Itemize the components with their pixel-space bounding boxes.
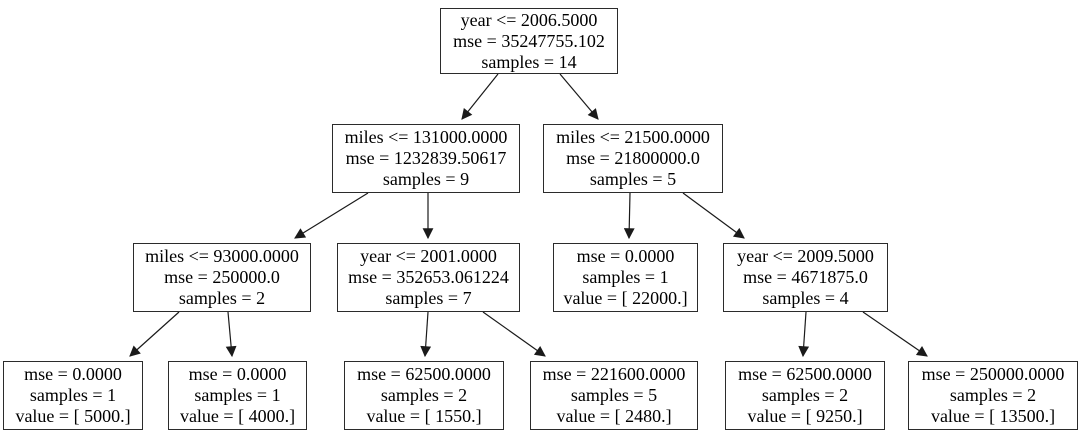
tree-leaf-13500: mse = 250000.0000 samples = 2 value = [ … [908,361,1078,430]
tree-node-root: year <= 2006.5000 mse = 35247755.102 sam… [440,8,618,74]
node-value: value = [ 9250.] [747,406,863,426]
edge-miles131000-to-miles93000 [294,192,369,239]
node-condition: miles <= 131000.0000 [344,127,508,147]
node-mse: mse = 1232839.50617 [345,148,507,168]
node-mse: mse = 35247755.102 [453,30,605,51]
node-mse: mse = 0.0000 [188,364,287,384]
edge-year2001-to-leaf2480 [482,311,546,357]
tree-leaf-4000: mse = 0.0000 samples = 1 value = [ 4000.… [168,361,307,430]
tree-node-miles93000: miles <= 93000.0000 mse = 250000.0 sampl… [133,243,311,312]
node-value: value = [ 22000.] [563,288,688,308]
node-value: value = [ 4000.] [179,406,296,426]
tree-leaf-2480: mse = 221600.0000 samples = 5 value = [ … [530,361,698,430]
node-samples: samples = 2 [949,385,1037,405]
node-mse: mse = 0.0000 [24,364,122,384]
edge-miles21500-to-leaf22000 [623,192,635,240]
tree-leaf-1550: mse = 62500.0000 samples = 2 value = [ 1… [344,361,504,430]
edge-root-to-miles131000 [461,73,499,120]
tree-node-year2009: year <= 2009.5000 mse = 4671875.0 sample… [723,243,888,312]
node-mse: mse = 352653.061224 [348,267,509,287]
node-value: value = [ 2480.] [556,406,672,426]
tree-leaf-22000: mse = 0.0000 samples = 1 value = [ 22000… [553,243,698,312]
node-samples: samples = 2 [178,288,266,308]
edge-root-to-miles21500 [559,73,599,120]
node-mse: mse = 21800000.0 [566,148,700,168]
edge-miles93000-to-leaf5000 [129,311,180,357]
node-mse: mse = 221600.0000 [542,364,686,384]
node-mse: mse = 4671875.0 [743,267,868,287]
node-samples: samples = 1 [194,385,281,405]
node-samples: samples = 14 [481,51,577,72]
node-mse: mse = 250000.0000 [921,364,1065,384]
node-mse: mse = 62500.0000 [738,364,872,384]
node-samples: samples = 2 [761,385,849,405]
tree-leaf-5000: mse = 0.0000 samples = 1 value = [ 5000.… [3,361,143,430]
node-condition: year <= 2006.5000 [460,9,598,30]
edge-year2001-to-leaf1550 [420,311,432,358]
tree-node-year2001: year <= 2001.0000 mse = 352653.061224 sa… [337,243,520,312]
node-samples: samples = 9 [382,169,470,189]
node-mse: mse = 250000.0 [164,267,280,287]
node-mse: mse = 0.0000 [576,246,675,266]
node-condition: year <= 2009.5000 [737,246,874,266]
node-samples: samples = 5 [589,169,677,189]
node-value: value = [ 1550.] [366,406,482,426]
edge-miles21500-to-year2009 [682,192,745,239]
edge-year2009-to-leaf9250 [798,311,810,358]
tree-node-miles21500: miles <= 21500.0000 mse = 21800000.0 sam… [543,124,723,193]
node-condition: miles <= 21500.0000 [556,127,710,147]
node-condition: miles <= 93000.0000 [145,246,299,266]
tree-leaf-9250: mse = 62500.0000 samples = 2 value = [ 9… [725,361,885,430]
edge-miles93000-to-leaf4000 [225,311,237,358]
node-value: value = [ 5000.] [15,406,131,426]
node-condition: year <= 2001.0000 [360,246,497,266]
tree-node-miles131000: miles <= 131000.0000 mse = 1232839.50617… [332,124,520,193]
node-mse: mse = 62500.0000 [357,364,491,384]
node-samples: samples = 7 [385,288,472,308]
node-samples: samples = 5 [570,385,658,405]
node-value: value = [ 13500.] [930,406,1056,426]
node-samples: samples = 4 [762,288,849,308]
node-samples: samples = 1 [582,267,669,287]
edge-year2009-to-leaf13500 [862,311,928,357]
node-samples: samples = 2 [380,385,468,405]
node-samples: samples = 1 [29,385,117,405]
